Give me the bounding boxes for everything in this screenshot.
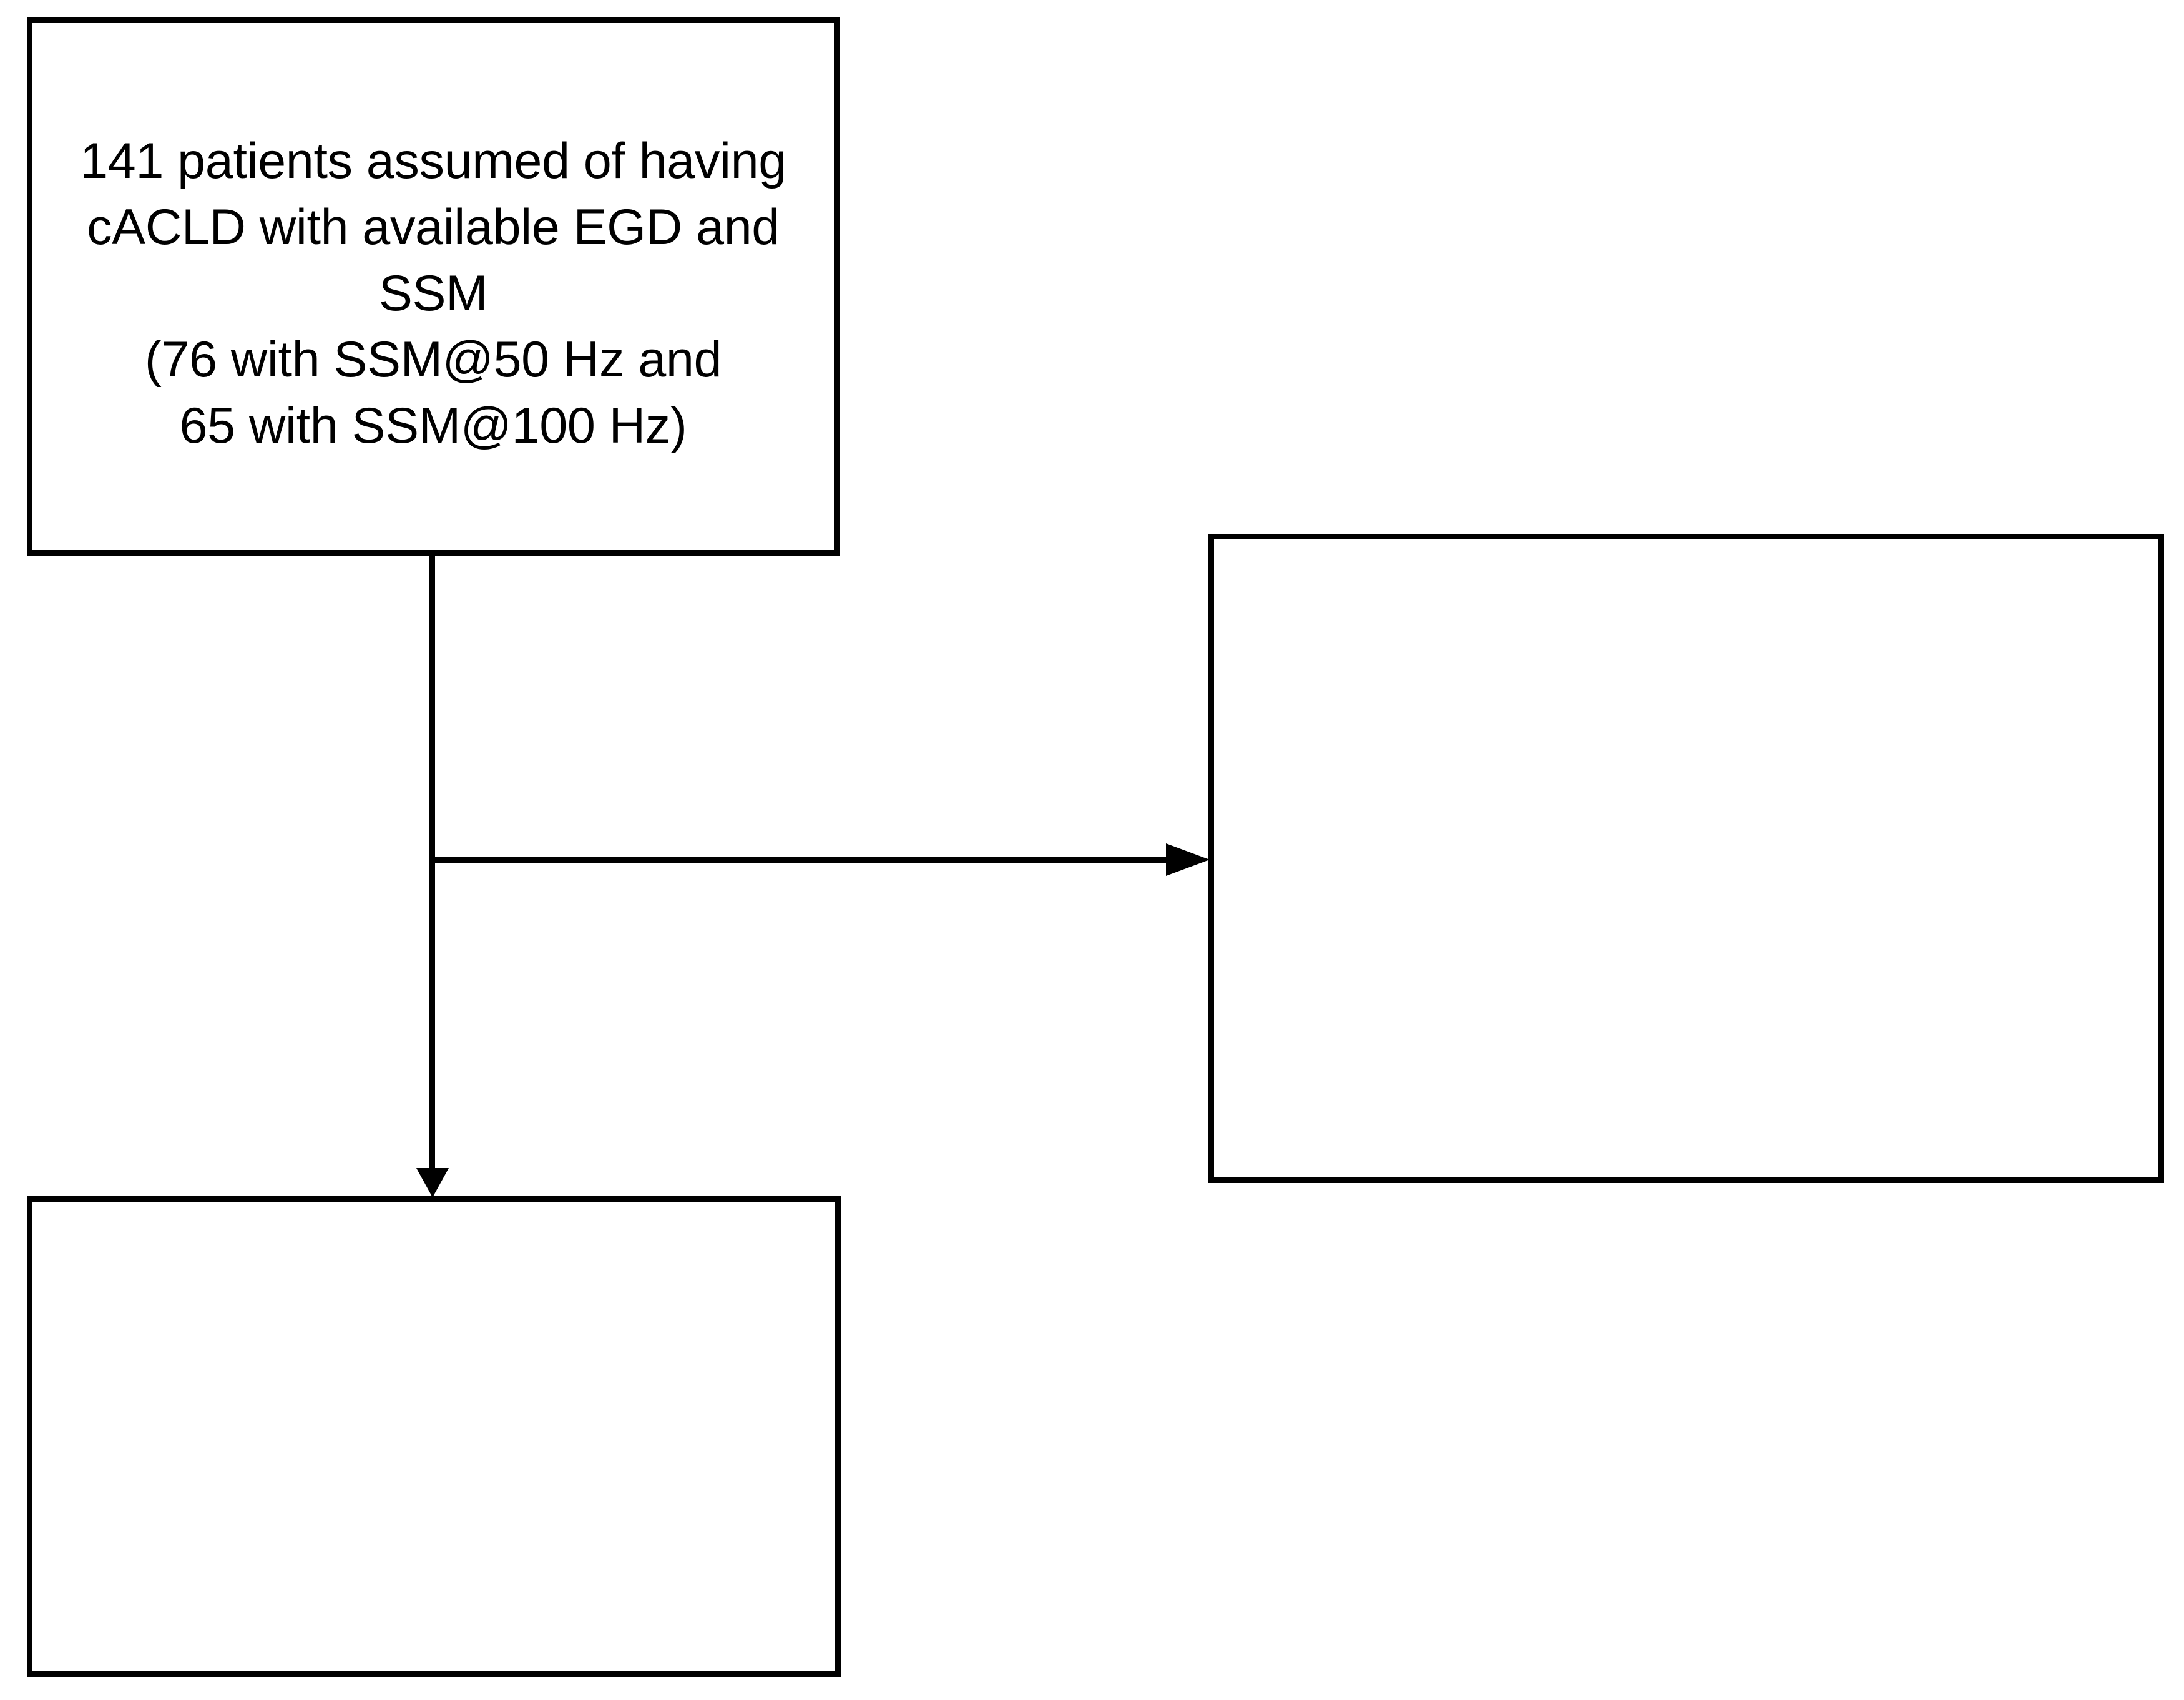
- enrolled-patients-box: 141 patients assumed of having cACLD wit…: [27, 17, 840, 556]
- enrolled-patients-text: 141 patients assumed of having cACLD wit…: [32, 128, 834, 459]
- enrolled-line-5: 65 with SSM@100 Hz): [179, 398, 687, 454]
- right-arrowhead-icon: [1166, 843, 1210, 876]
- exclusion-criteria-box: 29 patients with exclusion criteria •4 d…: [1208, 534, 2164, 1183]
- down-arrowhead-icon: [416, 1168, 449, 1197]
- enrolled-line-3: SSM: [378, 265, 488, 322]
- enrolled-line-4: (76 with SSM@50 Hz and: [144, 332, 722, 388]
- included-patients-box: 112 patients with cACLD and reliable SSM…: [27, 1196, 841, 1677]
- enrolled-line-2: cACLD with available EGD and: [87, 199, 780, 255]
- connector-line-horizontal: [429, 857, 1166, 863]
- enrolled-line-1: 141 patients assumed of having: [80, 133, 786, 189]
